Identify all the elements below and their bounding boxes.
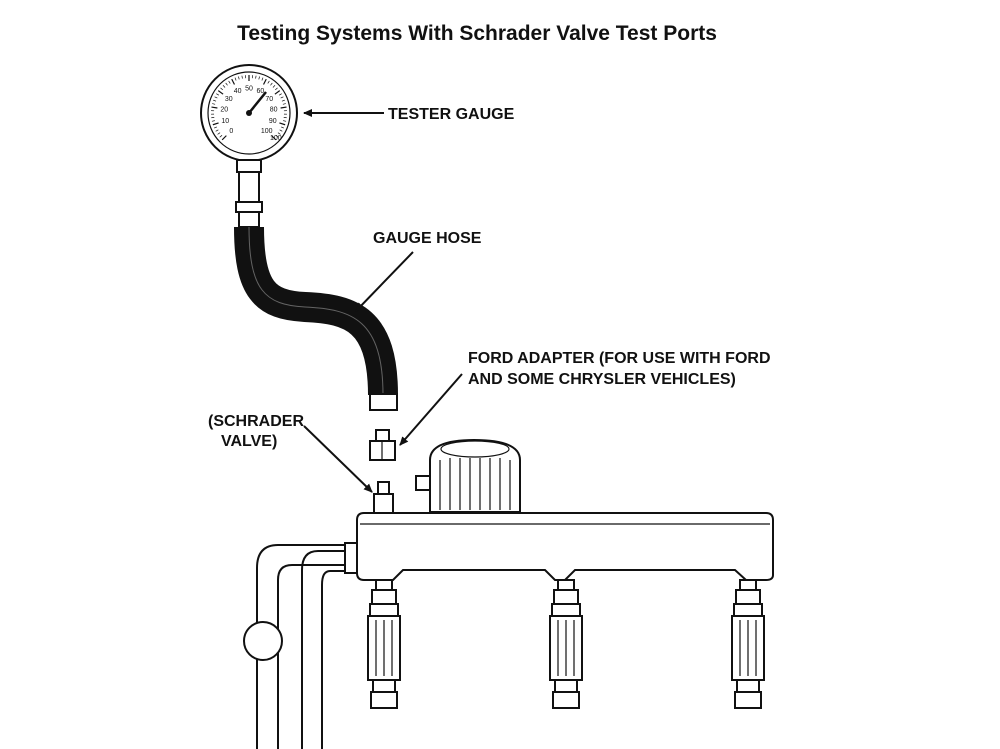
schrader-valve bbox=[373, 481, 394, 515]
gauge-tick-label: 80 bbox=[270, 107, 278, 114]
fuel-rail bbox=[356, 512, 774, 581]
gauge-minor-tick bbox=[225, 82, 228, 86]
gauge-minor-tick bbox=[280, 126, 285, 129]
gauge-minor-tick bbox=[211, 120, 215, 122]
gauge-minor-tick bbox=[214, 96, 218, 99]
gauge-minor-tick bbox=[275, 87, 278, 91]
ford-adapter bbox=[369, 429, 396, 461]
gauge-minor-tick bbox=[281, 99, 285, 102]
gauge-tick bbox=[221, 135, 227, 141]
gauge-minor-tick bbox=[270, 82, 273, 86]
gauge-minor-tick bbox=[216, 93, 220, 96]
gauge-minor-tick bbox=[212, 103, 216, 105]
gauge-minor-tick bbox=[258, 76, 260, 80]
gauge-tick bbox=[271, 135, 277, 141]
gauge-tick-label: 60 bbox=[256, 88, 264, 95]
gauge-tick-label: 50 bbox=[245, 86, 253, 93]
schrader-valve-leader bbox=[303, 425, 373, 493]
gauge-max-label: 100 bbox=[270, 135, 282, 142]
gauge-tick-label: 100 bbox=[261, 128, 273, 135]
ford-adapter-label-line2: AND SOME CHRYSLER VEHICLES) bbox=[468, 371, 736, 388]
gauge-minor-tick bbox=[261, 77, 264, 81]
gauge-minor-tick bbox=[241, 75, 243, 79]
gauge-stem bbox=[236, 159, 262, 173]
gauge-minor-tick bbox=[282, 103, 286, 105]
ford-adapter-leader bbox=[399, 373, 463, 446]
gauge-tick-label: 90 bbox=[269, 118, 277, 125]
fuel-lines bbox=[243, 542, 358, 749]
gauge-tick bbox=[262, 78, 267, 85]
gauge-tick-label: 10 bbox=[221, 118, 229, 125]
gauge-tick-label: 20 bbox=[220, 107, 228, 114]
gauge-tick bbox=[279, 122, 286, 126]
gauge-tick bbox=[274, 90, 281, 95]
gauge-minor-tick bbox=[283, 120, 287, 122]
gauge-minor-tick bbox=[217, 132, 221, 135]
schrader-valve-label-line1: (SCHRADER bbox=[208, 413, 304, 430]
schrader-valve-label-line2: VALVE) bbox=[221, 433, 277, 450]
gauge-minor-tick bbox=[222, 85, 226, 88]
gauge-tick bbox=[217, 90, 224, 95]
gauge-tick bbox=[211, 106, 218, 109]
gauge-minor-tick bbox=[213, 99, 217, 102]
tester-gauge-label: TESTER GAUGE bbox=[388, 106, 515, 123]
gauge-minor-tick bbox=[238, 76, 240, 80]
gauge-minor-tick bbox=[215, 129, 219, 132]
gauge-minor-tick bbox=[220, 87, 223, 91]
gauge-tick-label: 70 bbox=[265, 96, 273, 103]
gauge-tick bbox=[280, 106, 287, 109]
gauge-minor-tick bbox=[272, 85, 276, 88]
hose-fitting bbox=[235, 171, 263, 228]
ford-adapter-label-line1: FORD ADAPTER (FOR USE WITH FORD bbox=[468, 350, 771, 367]
gauge-minor-tick bbox=[275, 135, 279, 138]
gauge-minor-tick bbox=[213, 126, 218, 129]
gauge-minor-tick bbox=[267, 80, 270, 84]
gauge-minor-tick bbox=[280, 96, 284, 99]
gauge-hose-label: GAUGE HOSE bbox=[373, 230, 482, 247]
gauge-minor-tick bbox=[278, 93, 282, 96]
fuel-injector bbox=[549, 579, 583, 709]
gauge-tick-label: 30 bbox=[225, 96, 233, 103]
gauge-minor-tick bbox=[255, 75, 257, 79]
line-clip bbox=[243, 621, 283, 661]
fuel-injector bbox=[367, 579, 401, 709]
gauge-tick bbox=[212, 122, 219, 126]
gauge-minor-tick bbox=[219, 135, 223, 138]
fuel-injector bbox=[731, 579, 765, 709]
gauge-hose bbox=[234, 226, 398, 411]
gauge-tick-label: 40 bbox=[234, 88, 242, 95]
gauge-minor-tick bbox=[279, 129, 283, 132]
diagram-title: Testing Systems With Schrader Valve Test… bbox=[237, 22, 717, 45]
gauge-tick bbox=[231, 78, 236, 85]
gauge-minor-tick bbox=[228, 80, 231, 84]
pressure-regulator bbox=[415, 438, 521, 513]
gauge-minor-tick bbox=[234, 77, 237, 81]
gauge-needle bbox=[248, 91, 267, 114]
gauge-hose-leader bbox=[355, 251, 414, 312]
gauge-tick-label: 0 bbox=[229, 128, 233, 135]
gauge-minor-tick bbox=[277, 132, 281, 135]
